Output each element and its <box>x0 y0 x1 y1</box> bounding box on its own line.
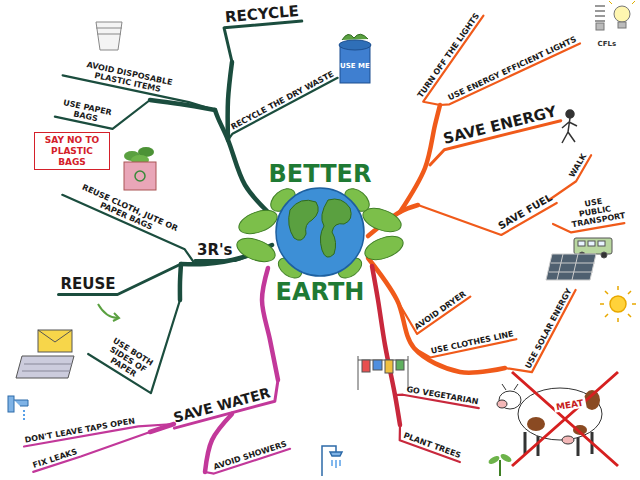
branch-label: USE ENERGY EFFICIENT LIGHTS <box>447 34 578 102</box>
sprout-icon <box>487 452 512 476</box>
cross-mark <box>512 372 618 466</box>
branch-label: AVOID DRYER <box>412 289 467 331</box>
branch-line <box>59 264 182 295</box>
bin-icon <box>339 34 371 83</box>
branch-label: USE SOLAR ENERGY <box>523 287 573 370</box>
cups-icon <box>96 22 122 50</box>
branch-label: AVOID SHOWERS <box>212 439 287 471</box>
center-title: EARTH <box>250 278 390 306</box>
branch-line <box>88 300 180 393</box>
branch-label: CFLs <box>598 40 617 48</box>
tap-icon <box>8 396 28 422</box>
solar-panel <box>546 254 596 280</box>
branch-label: AVOID DISPOSABLE PLASTIC ITEMS <box>65 56 191 100</box>
paper-icon <box>16 330 74 378</box>
clothes-line <box>358 356 408 390</box>
branch-line <box>224 21 302 62</box>
branches <box>24 16 624 474</box>
branch-line <box>372 266 400 425</box>
branch-label: 3R's <box>197 242 233 259</box>
branch-line <box>180 264 181 300</box>
walker-icon <box>562 110 577 143</box>
branch-line <box>228 78 338 140</box>
bag-icon <box>124 147 156 190</box>
reuse-arrow <box>98 304 119 321</box>
shower-icon <box>322 446 342 476</box>
center-title: BETTER <box>250 160 390 188</box>
branch-label: RECYCLE THE DRY WASTE <box>229 69 335 131</box>
note-text: SAY NO TO PLASTIC BAGS <box>39 135 105 167</box>
leaves <box>234 184 406 282</box>
branch-label: FIX LEAKS <box>32 447 79 470</box>
branch-label: USE BOTH SIDES OF PAPER <box>91 330 165 390</box>
sun-icon <box>600 286 636 322</box>
bulb-icons <box>595 1 635 30</box>
cow-icon <box>497 384 602 456</box>
branch-label: REUSE <box>61 276 116 293</box>
branch-label: SAVE FUEL <box>496 192 554 232</box>
branch-label: USE ME <box>340 62 370 70</box>
center-globe: BETTER EARTH <box>250 160 390 310</box>
note-box: SAY NO TO PLASTIC BAGS <box>34 132 110 170</box>
branch-line <box>400 105 440 212</box>
